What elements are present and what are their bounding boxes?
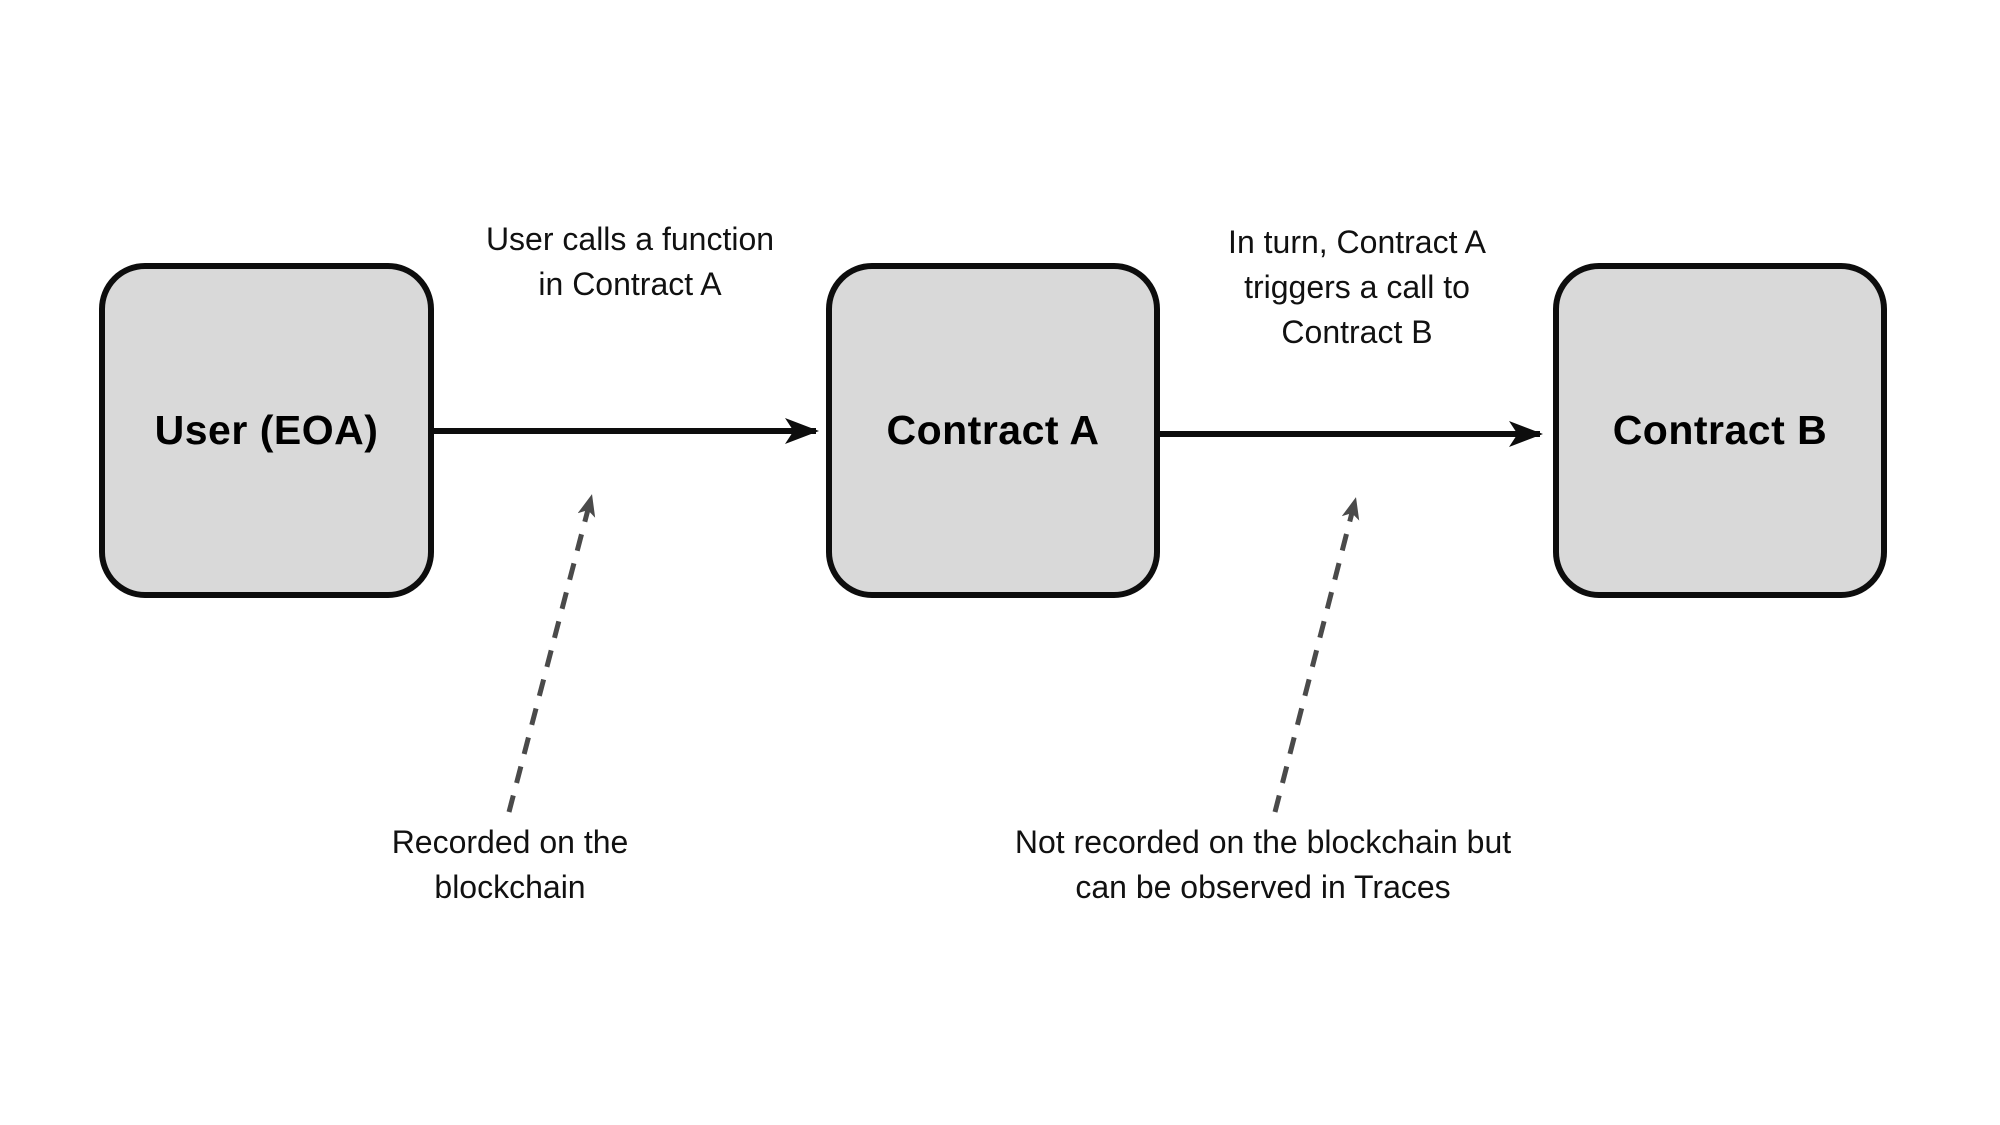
annotation-recorded-on-blockchain: Recorded on the blockchain xyxy=(391,824,629,905)
edge-label-user-calls-function: User calls a function in Contract A xyxy=(485,221,775,302)
edge-label-triggers-call: In turn, Contract A triggers a call to C… xyxy=(1228,224,1486,350)
dashed-arrow-recorded-annotation-icon xyxy=(506,494,596,813)
node-contract-a: Contract A xyxy=(826,263,1160,598)
node-contract-a-label: Contract A xyxy=(886,407,1100,453)
annotation-not-recorded-observed-in-traces: Not recorded on the blockchain but can b… xyxy=(1014,824,1512,905)
dashed-arrow-traces-annotation-icon xyxy=(1272,497,1360,813)
node-user-eoa-label: User (EOA) xyxy=(154,407,379,453)
node-contract-b-label: Contract B xyxy=(1612,407,1828,453)
node-contract-b: Contract B xyxy=(1553,263,1887,598)
node-user-eoa: User (EOA) xyxy=(99,263,434,598)
